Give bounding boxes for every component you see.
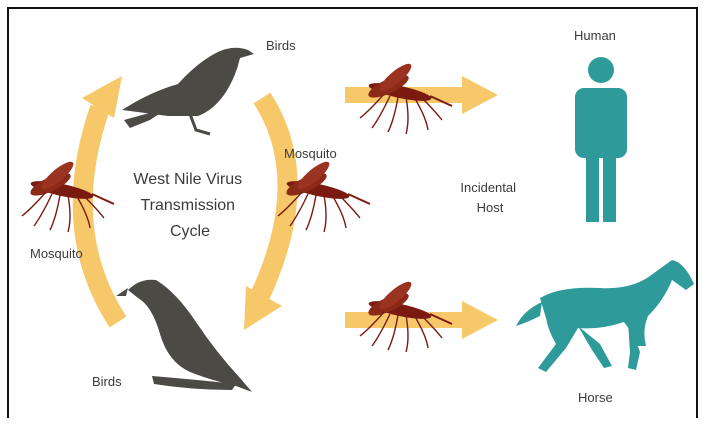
crow-silhouette-icon — [122, 48, 254, 134]
label-incidental-host-line: Host — [477, 200, 504, 215]
label-horse: Horse — [578, 390, 613, 405]
cycle-title-line: West Nile Virus — [133, 171, 242, 188]
label-incidental-host-line: Incidental — [460, 180, 516, 195]
person-icon — [575, 57, 627, 222]
horse-icon — [516, 260, 694, 372]
label-human: Human — [574, 28, 616, 43]
crow-silhouette-icon — [116, 280, 252, 392]
label-mosquito-right: Mosquito — [284, 146, 337, 161]
cycle-title-line: Cycle — [170, 223, 210, 240]
cycle-title-line: Transmission — [141, 197, 236, 214]
cycle-arrow-right — [244, 82, 288, 330]
label-incidental-host: Incidental Host — [460, 180, 519, 215]
cycle-title: West Nile Virus Transmission Cycle — [133, 171, 246, 240]
label-mosquito-left: Mosquito — [30, 246, 83, 261]
mosquito-icon — [22, 158, 114, 232]
label-birds-top: Birds — [266, 38, 296, 53]
label-birds-bottom: Birds — [92, 374, 122, 389]
arrow-right-icon — [345, 301, 498, 339]
